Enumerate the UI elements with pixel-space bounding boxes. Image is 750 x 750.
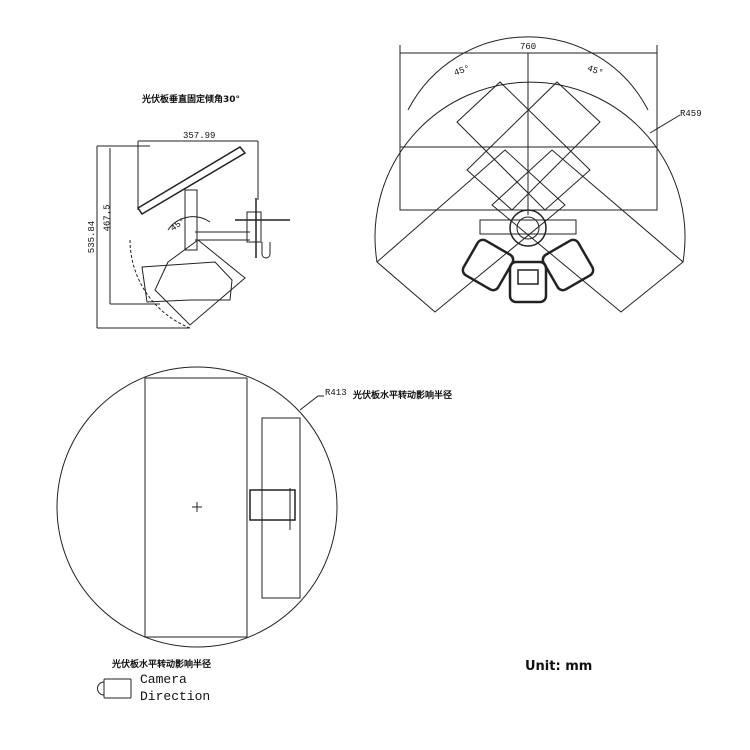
top-radius-label: R459 — [680, 109, 702, 119]
plan-caption: 光伏板水平转动影响半径 — [112, 660, 212, 670]
side-view-title: 光伏板垂直固定倾角30° — [142, 95, 241, 105]
legend-direction: Direction — [140, 689, 211, 704]
inner-height-dimension: 467.5 — [102, 204, 113, 232]
side-view — [96, 140, 290, 329]
camera-direction-icon — [97, 678, 132, 699]
plan-radius-note: 光伏板水平转动影响半径 — [353, 391, 453, 401]
top-width-dimension: 760 — [520, 42, 537, 52]
plan-radius-label: R413 — [325, 388, 347, 398]
legend-camera: Camera — [140, 672, 187, 687]
solar-panel — [136, 146, 247, 216]
plan-view — [56, 366, 338, 648]
top-view — [374, 36, 686, 313]
unit-label: Unit: mm — [525, 659, 593, 674]
width-dimension: 357.99 — [183, 131, 216, 141]
outer-height-dimension: 535.84 — [87, 220, 98, 254]
